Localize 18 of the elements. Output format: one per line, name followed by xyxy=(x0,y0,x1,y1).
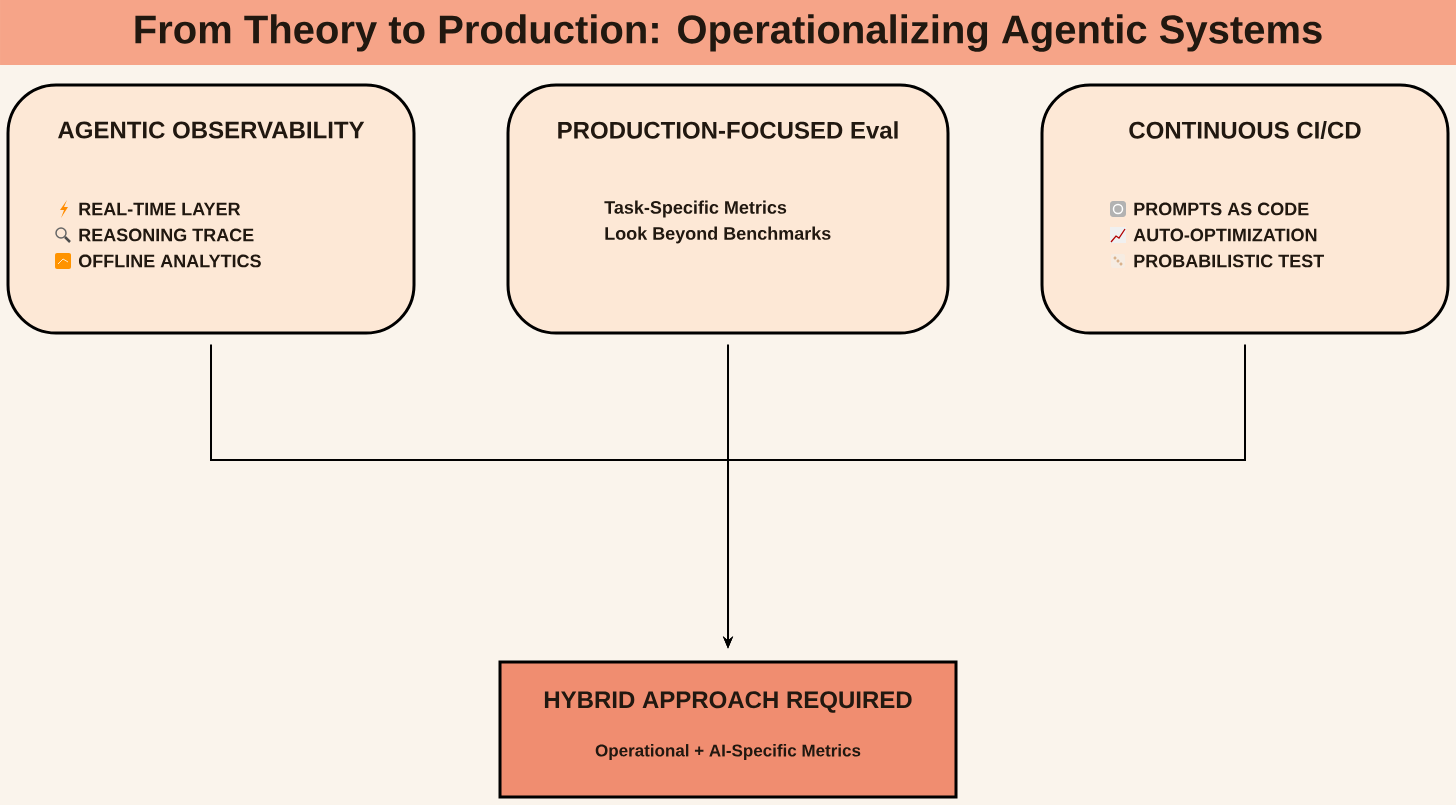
list-item: PROMPTS AS CODE xyxy=(1134,202,1309,216)
list-item: Look Beyond Benchmarks xyxy=(605,226,831,244)
list-item: PROBABILISTIC TEST xyxy=(1134,254,1324,268)
list-item: Task-Specific Metrics xyxy=(604,200,787,218)
box-heading: AGENTIC OBSERVABILITY xyxy=(58,121,365,139)
list-item: REASONING TRACE xyxy=(79,228,254,242)
rounded-box xyxy=(6,83,416,335)
list-item: OFFLINE ANALYTICS xyxy=(78,254,261,268)
list-item: AUTO-OPTIMIZATION xyxy=(1133,228,1317,242)
box-heading: HYBRID APPROACH REQUIRED xyxy=(544,691,912,713)
box-subtitle: Operational + AI-Specific Metrics xyxy=(595,744,861,760)
box-heading: PRODUCTION-FOCUSED Eval xyxy=(558,121,898,139)
title-banner: From Theory to Production: Operationalizing Agentic Systems xyxy=(0,0,1456,65)
rounded-box xyxy=(1040,83,1450,335)
box-heading: CONTINUOUS CI/CD xyxy=(1129,121,1361,139)
result-box xyxy=(498,660,958,799)
rounded-box xyxy=(506,83,950,335)
list-item: REAL-TIME LAYER xyxy=(79,202,241,216)
